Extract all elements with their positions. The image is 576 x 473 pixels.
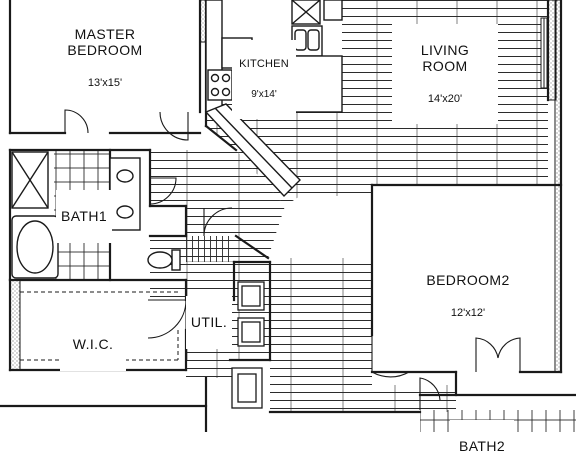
toilet-bowl (147, 251, 173, 269)
closet-door-left (475, 337, 499, 372)
kitchen-island (291, 55, 343, 113)
range-cooktop (207, 69, 233, 101)
door-hall (203, 207, 233, 237)
closet-shelving (19, 291, 179, 361)
bath1-fixtures (11, 151, 181, 279)
door-bath2 (419, 377, 441, 410)
bath2-name: BATH2 (458, 438, 506, 455)
door-master-hall (159, 111, 189, 141)
window (540, 17, 548, 89)
sink-basin-left (294, 29, 307, 51)
door-bedroom2 (371, 335, 410, 378)
vanity (109, 157, 141, 231)
sink-basin-right (307, 29, 320, 51)
floor-plan (0, 0, 576, 432)
wall-counter (221, 37, 253, 69)
door-bath1 (149, 177, 177, 205)
door-wic (147, 299, 187, 339)
bar-counter (204, 103, 301, 198)
closet-door-right (497, 337, 521, 372)
toilet-tank (171, 249, 181, 271)
door-master (64, 109, 89, 134)
utility-appliances (231, 281, 265, 409)
walls (0, 0, 576, 432)
